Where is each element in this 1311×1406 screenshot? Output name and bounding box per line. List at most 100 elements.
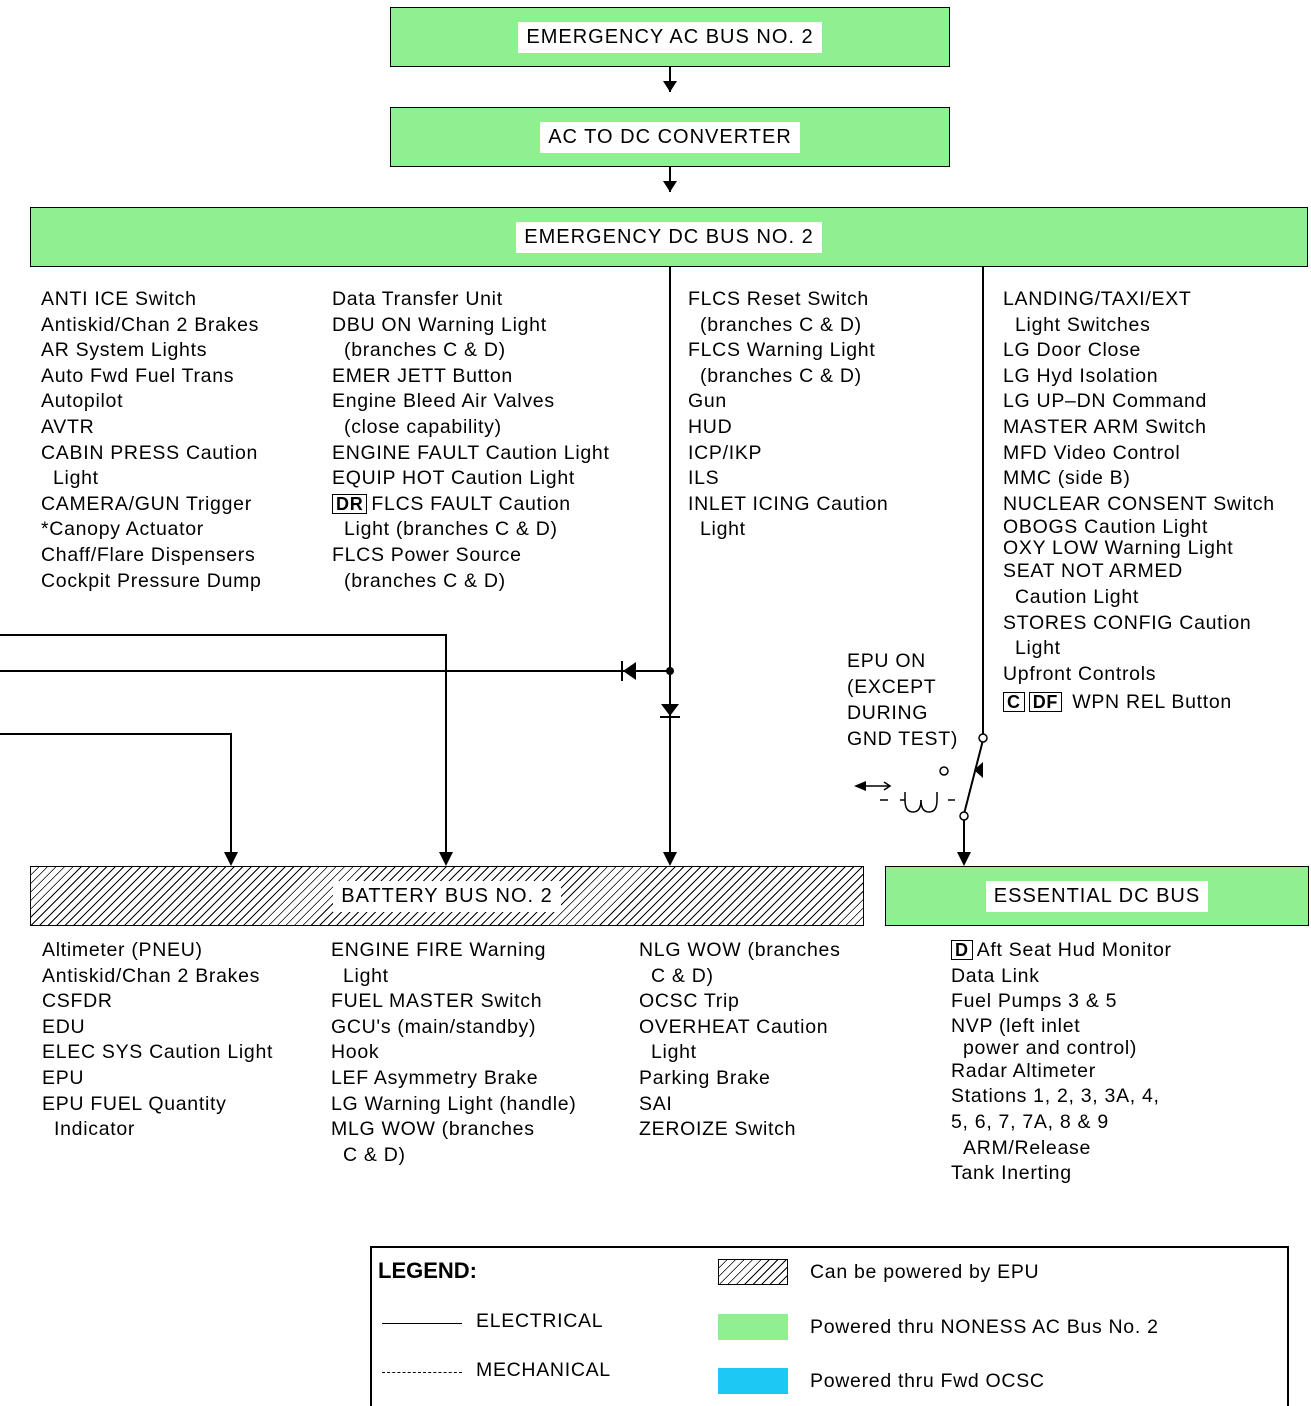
- load-item: Light: [651, 1041, 697, 1064]
- load-item: ENGINE FIRE Warning: [331, 939, 547, 961]
- load-item: EQUIP HOT Caution Light: [332, 467, 575, 490]
- load-item: power and control): [963, 1036, 1138, 1059]
- legend-mechanical: MECHANICAL: [476, 1359, 611, 1381]
- load-item: Parking Brake: [639, 1066, 771, 1089]
- load-item: ENGINE FAULT Caution Light: [332, 441, 610, 464]
- load-item: NLG WOW (branches: [639, 939, 841, 961]
- load-item: Fuel Pumps 3 & 5: [951, 990, 1118, 1013]
- ac-to-dc-converter: AC TO DC CONVERTER: [390, 107, 950, 167]
- load-item: Stations 1, 2, 3, 3A, 4,: [951, 1085, 1160, 1108]
- load-item: SAI: [639, 1092, 673, 1115]
- load-item: INLET ICING Caution: [688, 492, 889, 515]
- load-item: MMC (side B): [1003, 467, 1131, 490]
- emergency-ac-bus-label: EMERGENCY AC BUS NO. 2: [518, 21, 822, 53]
- green-swatch: [718, 1314, 788, 1340]
- load-item: Caution Light: [1015, 585, 1140, 608]
- load-item: ANTI ICE Switch: [41, 288, 197, 310]
- load-item: Indicator: [54, 1118, 136, 1141]
- load-item: Light: [343, 964, 389, 987]
- load-item: EPU: [42, 1066, 85, 1089]
- load-item: MLG WOW (branches: [331, 1118, 535, 1141]
- load-item: OCSC Trip: [639, 990, 740, 1013]
- load-item: Light: [53, 467, 99, 490]
- essential-dc-bus: ESSENTIAL DC BUS: [885, 866, 1309, 926]
- load-item: Auto Fwd Fuel Trans: [41, 364, 235, 387]
- load-item: Antiskid/Chan 2 Brakes: [41, 313, 260, 336]
- emergency-dc-bus-label: EMERGENCY DC BUS NO. 2: [516, 221, 822, 253]
- load-item: (branches C & D): [700, 364, 862, 387]
- emer-dc-loads-col-4: LANDING/TAXI/EXT Light Switches LG Door …: [1003, 287, 1275, 716]
- load-item: Tank Inerting: [951, 1162, 1072, 1185]
- emer-dc-loads-col-1: ANTI ICE Switch Antiskid/Chan 2 Brakes A…: [41, 287, 262, 594]
- blue-swatch: [718, 1368, 788, 1394]
- battery-bus-2: BATTERY BUS NO. 2: [30, 866, 864, 926]
- load-item: CAMERA/GUN Trigger: [41, 492, 252, 515]
- load-item: C & D): [651, 964, 714, 987]
- load-item: GCU's (main/standby): [331, 1015, 537, 1038]
- load-item: (branches C & D): [344, 339, 506, 362]
- load-item: FUEL MASTER Switch: [331, 990, 543, 1013]
- legend-blue: Powered thru Fwd OCSC: [810, 1370, 1045, 1392]
- load-item: Hook: [331, 1041, 380, 1064]
- load-item: Radar Altimeter: [951, 1059, 1096, 1082]
- load-item-text: FLCS FAULT Caution: [371, 492, 571, 515]
- epu-relay-note: EPU ON (EXCEPT DURING GND TEST): [847, 648, 958, 752]
- load-item: Upfront Controls: [1003, 662, 1157, 685]
- load-item: (close capability): [344, 415, 502, 438]
- load-item: FLCS Reset Switch: [688, 288, 869, 310]
- d-badge: D: [951, 940, 973, 960]
- load-item: FLCS Power Source: [332, 543, 522, 566]
- load-item: ILS: [688, 467, 720, 490]
- load-item: LG Hyd Isolation: [1003, 364, 1159, 387]
- load-item: Gun: [688, 390, 727, 413]
- hatch-swatch: [718, 1259, 788, 1285]
- note-line: (EXCEPT: [847, 676, 937, 698]
- load-item: DBU ON Warning Light: [332, 313, 547, 336]
- load-item: CABIN PRESS Caution: [41, 441, 259, 464]
- load-item: CSFDR: [42, 990, 113, 1013]
- dr-badge: DR: [332, 493, 368, 514]
- load-item: Antiskid/Chan 2 Brakes: [42, 964, 261, 987]
- note-line: EPU ON: [847, 650, 926, 672]
- load-item: Light (branches C & D): [344, 518, 558, 541]
- load-item: LANDING/TAXI/EXT: [1003, 288, 1192, 310]
- load-item: Altimeter (PNEU): [42, 939, 203, 961]
- load-item: AVTR: [41, 415, 95, 438]
- load-item: EMER JETT Button: [332, 364, 513, 387]
- load-item: OVERHEAT Caution: [639, 1015, 829, 1038]
- load-item: Data Transfer Unit: [332, 288, 503, 310]
- emergency-ac-bus-2: EMERGENCY AC BUS NO. 2: [390, 7, 950, 67]
- load-item: 5, 6, 7, 7A, 8 & 9: [951, 1110, 1109, 1133]
- load-item: SEAT NOT ARMED: [1003, 560, 1183, 583]
- load-item: ARM/Release: [963, 1136, 1091, 1159]
- load-item: Cockpit Pressure Dump: [41, 569, 262, 592]
- electrical-line-sample: [382, 1323, 462, 1324]
- note-line: GND TEST): [847, 728, 959, 750]
- battery-loads-col-1: Altimeter (PNEU) Antiskid/Chan 2 Brakes …: [42, 938, 273, 1143]
- legend-green: Powered thru NONESS AC Bus No. 2: [810, 1316, 1159, 1338]
- load-item: LEF Asymmetry Brake: [331, 1066, 539, 1089]
- load-item: LG UP–DN Command: [1003, 390, 1208, 413]
- load-item: HUD: [688, 415, 733, 438]
- load-item: NVP (left inlet: [951, 1014, 1081, 1037]
- legend-electrical: ELECTRICAL: [476, 1310, 604, 1332]
- load-item: MFD Video Control: [1003, 441, 1181, 464]
- load-item: AR System Lights: [41, 339, 208, 362]
- mechanical-line-sample: [382, 1372, 462, 1373]
- battery-bus-label: BATTERY BUS NO. 2: [333, 880, 561, 912]
- load-item: EPU FUEL Quantity: [42, 1092, 227, 1115]
- load-item: NUCLEAR CONSENT Switch: [1003, 492, 1275, 515]
- load-item: C & D): [343, 1143, 406, 1166]
- emer-dc-loads-col-2: Data Transfer Unit DBU ON Warning Light …: [332, 287, 610, 594]
- load-item: Light: [700, 518, 746, 541]
- converter-label: AC TO DC CONVERTER: [540, 121, 800, 153]
- load-item: Autopilot: [41, 390, 124, 413]
- emergency-dc-bus-2: EMERGENCY DC BUS NO. 2: [30, 207, 1308, 267]
- load-item: (branches C & D): [700, 313, 862, 336]
- load-item: STORES CONFIG Caution: [1003, 611, 1252, 634]
- load-item-text: Aft Seat Hud Monitor: [976, 939, 1172, 961]
- emer-dc-loads-col-3: FLCS Reset Switch (branches C & D) FLCS …: [688, 287, 888, 543]
